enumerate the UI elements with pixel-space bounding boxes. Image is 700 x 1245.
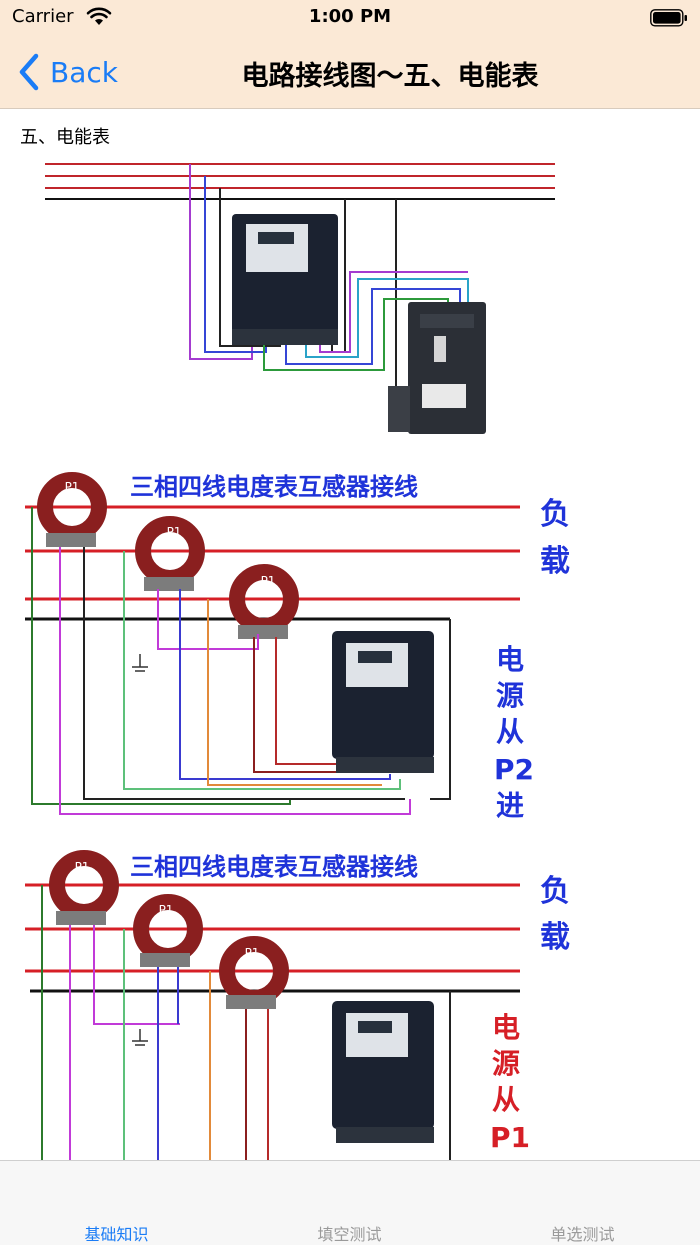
tab-basic-knowledge[interactable]: 基础知识 (84, 1225, 149, 1244)
ct-wiring-diagram-p2: 三相四线电度表互感器接线 P1 P1 P1 (25, 472, 570, 822)
svg-text:源: 源 (492, 1047, 520, 1080)
svg-text:载: 载 (540, 920, 570, 955)
svg-text:负: 负 (540, 874, 570, 909)
carrier-label: Carrier (12, 6, 74, 27)
svg-text:P1: P1 (159, 903, 174, 917)
figure3-title: 三相四线电度表互感器接线 (130, 853, 418, 881)
svg-text:P1: P1 (75, 860, 90, 874)
article-content[interactable]: 五、电能表 三相四线电度表互感器接线 (0, 109, 700, 1160)
wifi-icon (86, 7, 112, 25)
chevron-left-icon (19, 53, 39, 91)
ct-1: P1 (37, 472, 107, 547)
svg-text:载: 载 (540, 544, 570, 579)
clock: 1:00 PM (308, 6, 392, 27)
svg-text:P1: P1 (245, 946, 260, 960)
svg-text:P1: P1 (490, 1121, 530, 1154)
status-bar: Carrier 1:00 PM (0, 0, 700, 36)
section-title: 五、电能表 (20, 127, 110, 148)
back-label: Back (50, 55, 118, 89)
svg-text:P1: P1 (167, 525, 182, 539)
navigation-bar: Back 电路接线图～五、电能表 (0, 36, 700, 109)
ct-6: P1 (219, 936, 289, 1009)
svg-text:P2: P2 (494, 753, 534, 786)
tab-single-choice-test[interactable]: 单选测试 (550, 1225, 615, 1244)
svg-text:P1: P1 (261, 574, 276, 588)
ct-2: P1 (135, 516, 205, 591)
svg-text:源: 源 (496, 679, 524, 712)
svg-text:P1: P1 (65, 480, 80, 494)
ct-wiring-diagram-p1: 三相四线电度表互感器接线 P1 P1 P1 (25, 850, 570, 1160)
svg-text:负: 负 (540, 497, 570, 532)
svg-text:电: 电 (496, 643, 524, 676)
page-title: 电路接线图～五、电能表 (241, 61, 539, 92)
battery-icon (650, 9, 687, 27)
svg-text:从: 从 (492, 1083, 520, 1116)
svg-text:进: 进 (496, 789, 524, 822)
tab-bar: 基础知识 填空测试 单选测试 (0, 1160, 700, 1245)
ct-4: P1 (49, 850, 119, 925)
svg-text:从: 从 (496, 715, 524, 748)
meter-wiring-diagram-1 (45, 163, 555, 434)
svg-text:电: 电 (492, 1011, 520, 1044)
ct-5: P1 (133, 894, 203, 967)
figure2-title: 三相四线电度表互感器接线 (130, 473, 418, 501)
tab-fill-blank-test[interactable]: 填空测试 (317, 1225, 382, 1244)
back-button[interactable]: Back (18, 50, 118, 94)
ct-3: P1 (229, 564, 299, 639)
